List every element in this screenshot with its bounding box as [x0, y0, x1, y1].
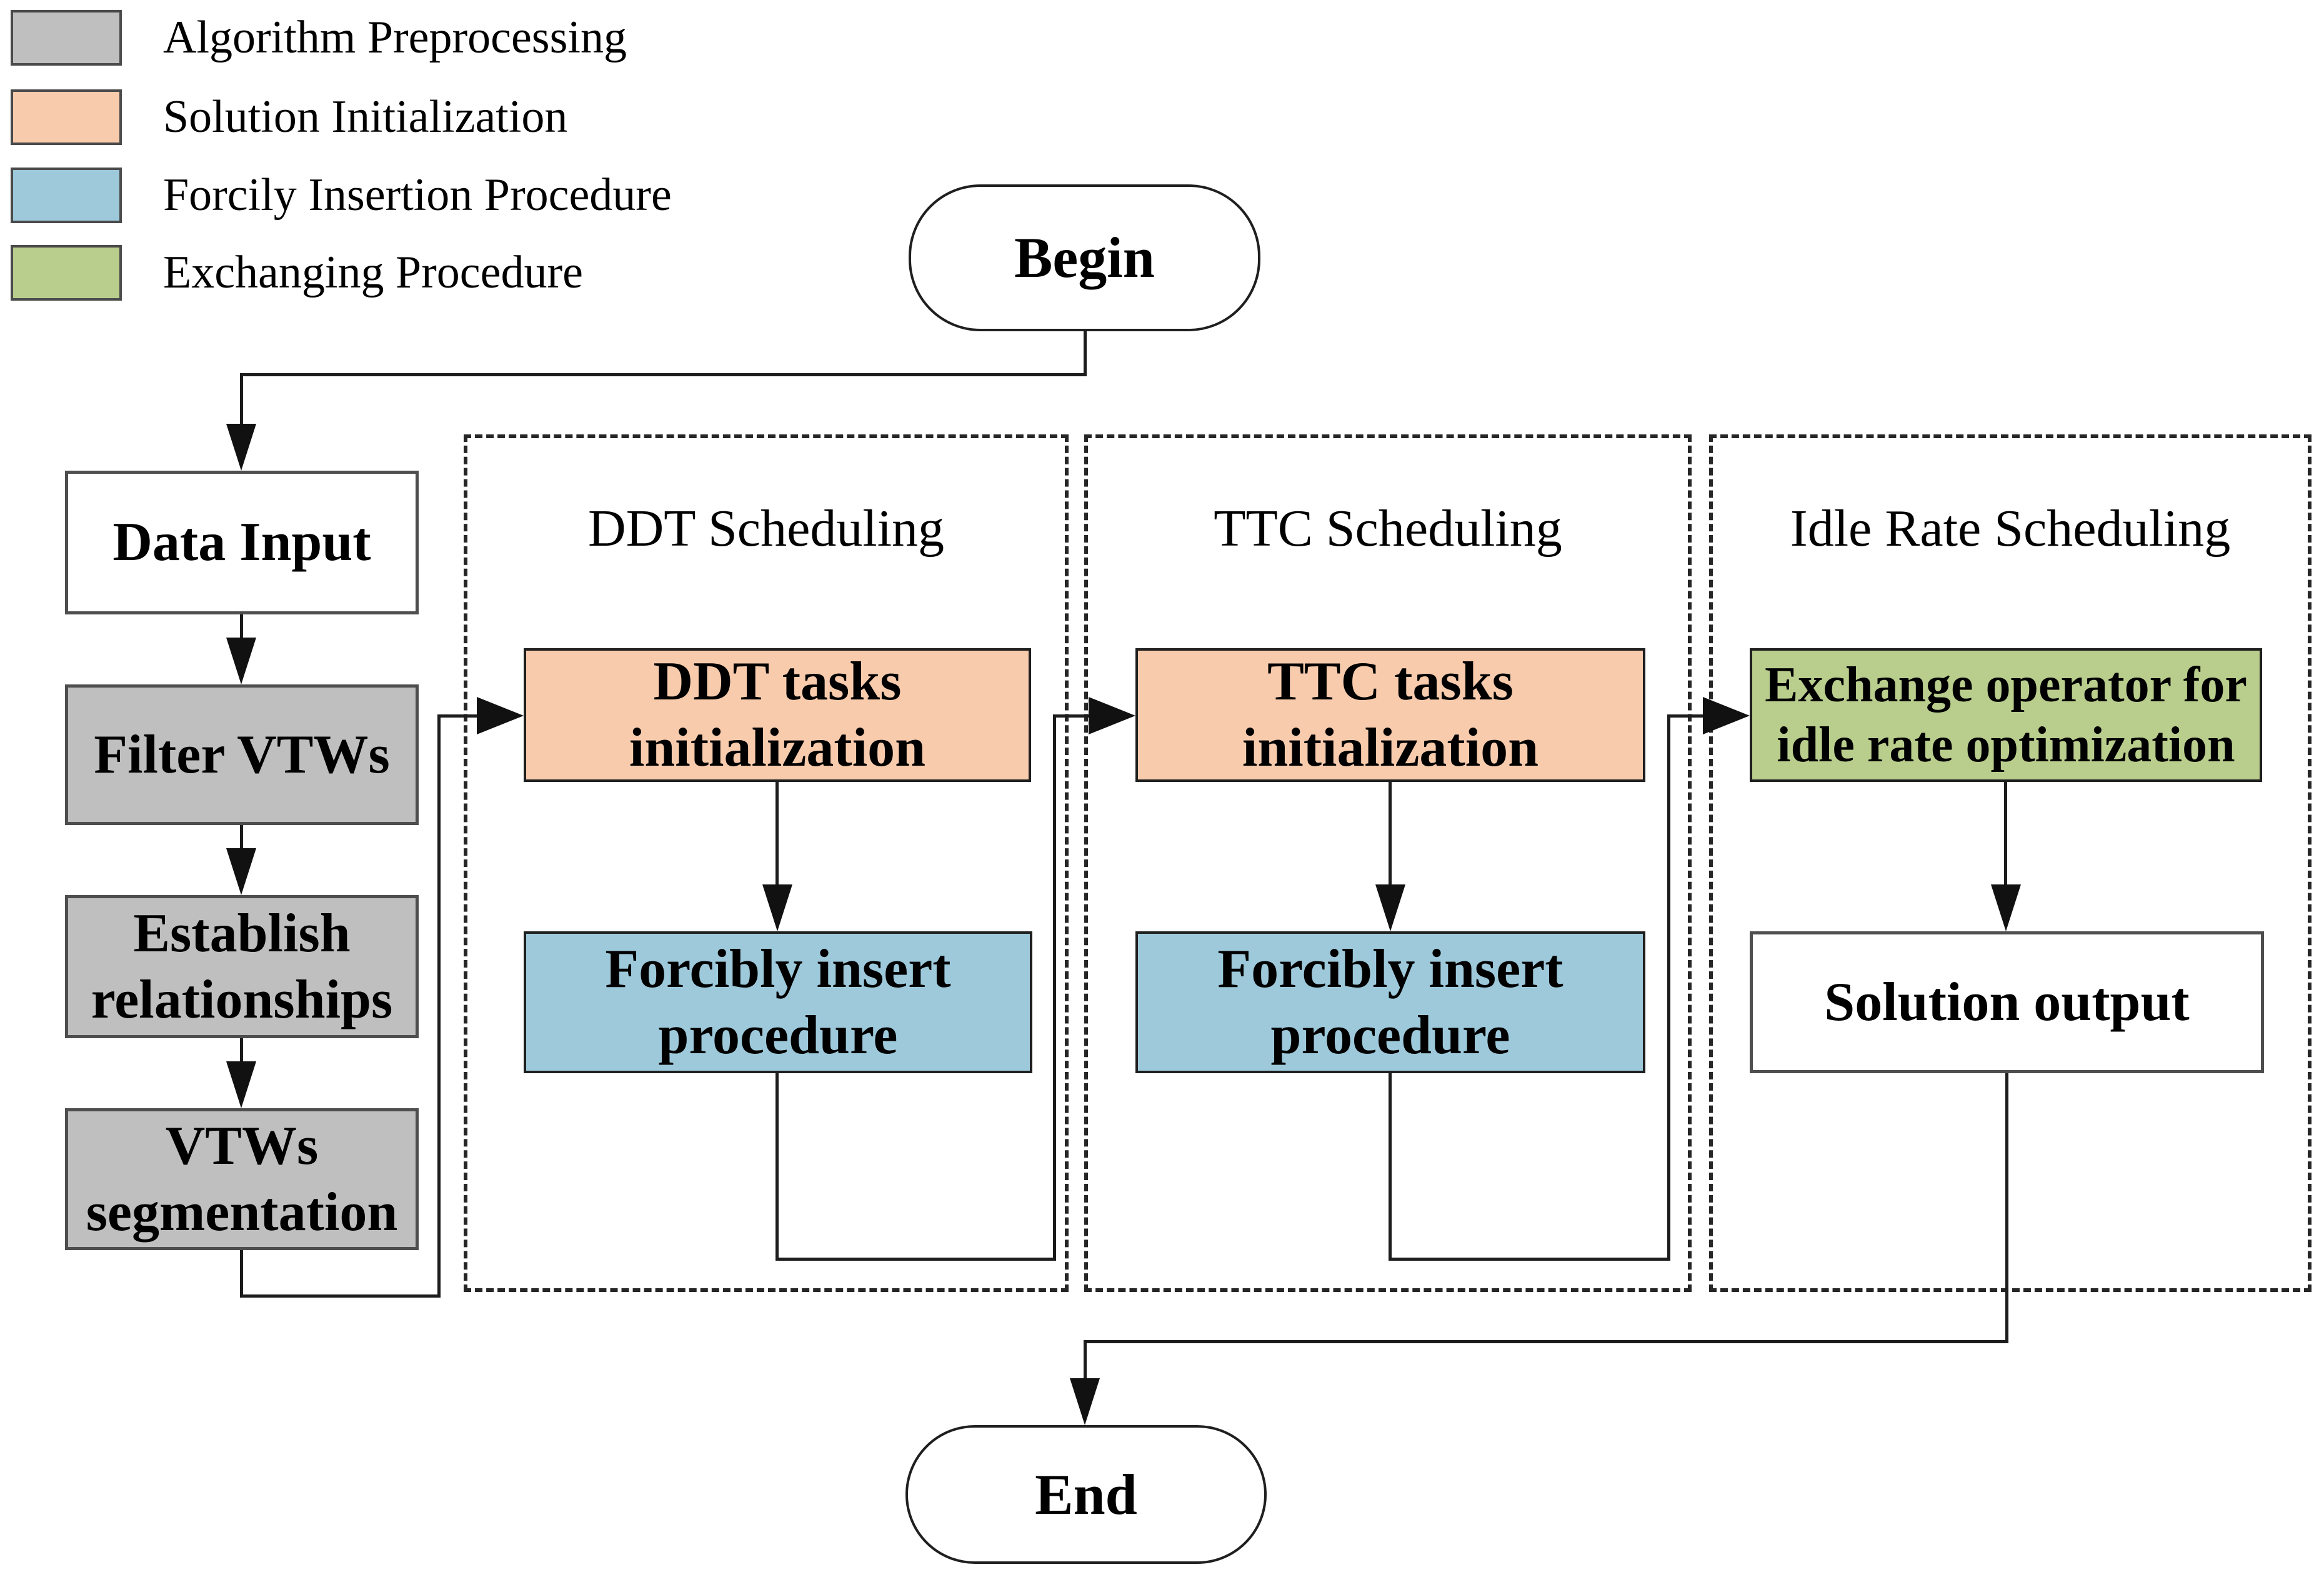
arrowhead-into-ddt-init	[477, 697, 524, 734]
connector-datainput-filter	[240, 614, 243, 641]
connector-solution-end-h	[1084, 1340, 2008, 1343]
idle-rate-scheduling-title: Idle Rate Scheduling	[1790, 499, 2231, 558]
connector-vtws-ddt-v2	[437, 716, 441, 1298]
filter-vtws-node: Filter VTWs	[65, 684, 419, 825]
arrowhead-into-ttc-init	[1089, 697, 1135, 734]
connector-ttc-idle-h2	[1667, 714, 1706, 718]
legend-item-initialization: Solution Initialization	[11, 89, 567, 145]
legend-item-insertion: Forcily Insertion Procedure	[11, 168, 672, 223]
connector-begin-h	[240, 373, 1087, 376]
ddt-tasks-initialization-node: DDT tasks initialization	[524, 648, 1031, 782]
connector-ddt-ttc-h1	[775, 1258, 1056, 1261]
legend-swatch-initialization	[11, 89, 122, 145]
legend-item-exchanging: Exchanging Procedure	[11, 245, 583, 301]
arrowhead-into-end	[1070, 1378, 1100, 1425]
ddt-scheduling-title: DDT Scheduling	[587, 499, 945, 558]
arrowhead-into-vtws-segmentation	[226, 1061, 256, 1108]
idle-rate-scheduling-group	[1709, 434, 2312, 1292]
begin-terminal: Begin	[909, 184, 1260, 331]
ddt-forcibly-insert-node: Forcibly insert procedure	[524, 931, 1032, 1073]
connector-ttc-idle-v2	[1667, 716, 1670, 1261]
ttc-tasks-initialization-node: TTC tasks initialization	[1135, 648, 1645, 782]
connector-exchange-solution	[2004, 782, 2007, 888]
arrowhead-into-data-input	[226, 424, 256, 471]
legend-label: Algorithm Preprocessing	[163, 12, 627, 63]
connector-ddt-init-insert	[775, 782, 779, 888]
exchange-operator-node: Exchange operator for idle rate optimiza…	[1750, 648, 2262, 782]
connector-ddt-ttc-v1	[775, 1073, 779, 1261]
connector-vtws-ddt-v1	[240, 1250, 243, 1298]
solution-output-node: Solution output	[1750, 931, 2264, 1073]
connector-begin-v2	[240, 374, 243, 428]
connector-ttc-idle-v1	[1389, 1073, 1392, 1261]
ddt-scheduling-group	[464, 434, 1069, 1292]
connector-ddt-ttc-v2	[1053, 716, 1056, 1261]
arrowhead-into-establish	[226, 848, 256, 895]
legend-swatch-insertion	[11, 168, 122, 223]
ttc-scheduling-title: TTC Scheduling	[1214, 499, 1562, 558]
arrowhead-into-exchange-operator	[1703, 697, 1750, 734]
connector-establish-vtws	[240, 1038, 243, 1064]
arrowhead-into-filter-vtws	[226, 638, 256, 684]
vtws-segmentation-node: VTWs segmentation	[65, 1108, 419, 1250]
legend-swatch-preprocessing	[11, 10, 122, 66]
legend-label: Forcily Insertion Procedure	[163, 169, 672, 221]
legend-label: Solution Initialization	[163, 91, 568, 143]
end-terminal: End	[905, 1425, 1267, 1564]
legend-item-preprocessing: Algorithm Preprocessing	[11, 10, 627, 66]
arrowhead-into-solution-output	[1991, 884, 2021, 931]
connector-vtws-ddt-h1	[240, 1294, 441, 1298]
connector-vtws-ddt-h2	[437, 714, 480, 718]
arrowhead-into-ttc-insert	[1375, 884, 1405, 931]
connector-solution-end-v1	[2005, 1073, 2008, 1343]
arrowhead-into-ddt-insert	[762, 884, 792, 931]
legend-swatch-exchanging	[11, 245, 122, 301]
ttc-forcibly-insert-node: Forcibly insert procedure	[1135, 931, 1645, 1073]
establish-relationships-node: Establish relationships	[65, 895, 419, 1038]
data-input-node: Data Input	[65, 471, 419, 614]
connector-ddt-ttc-h2	[1053, 714, 1092, 718]
connector-ttc-init-insert	[1389, 782, 1392, 888]
legend-label: Exchanging Procedure	[163, 247, 583, 298]
connector-solution-end-v2	[1084, 1341, 1087, 1381]
connector-filter-establish	[240, 825, 243, 851]
connector-begin-v	[1084, 331, 1087, 376]
ttc-scheduling-group	[1084, 434, 1692, 1292]
connector-ttc-idle-h1	[1389, 1258, 1670, 1261]
